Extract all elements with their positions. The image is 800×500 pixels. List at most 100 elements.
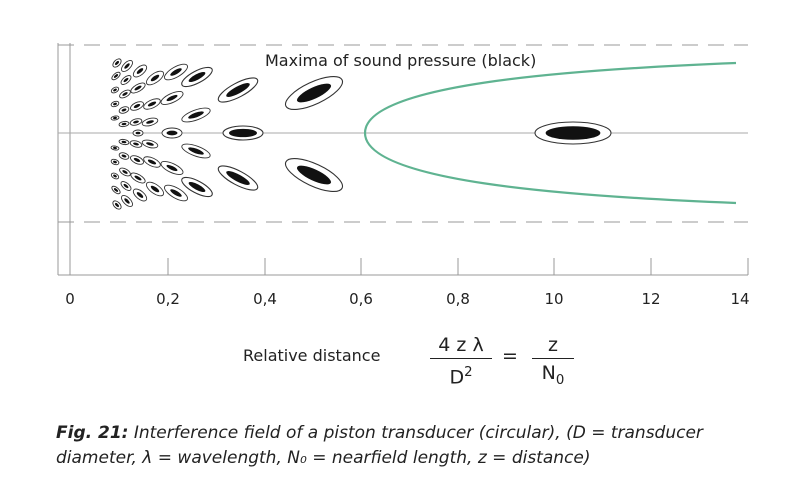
formula-denominator: D2 xyxy=(428,361,494,389)
fraction-bar xyxy=(532,358,574,359)
lobe-core xyxy=(296,165,332,185)
pressure-maximum-lobe xyxy=(132,64,148,78)
lobe-core xyxy=(136,68,144,74)
pressure-maximum-lobe xyxy=(129,118,143,126)
lobe-core xyxy=(113,102,117,106)
lobe-core xyxy=(188,181,206,193)
lobe-core xyxy=(170,189,182,197)
interference-field-diagram: 0 0,2 0,4 0,6 0,8 10 12 14 Maxima of sou… xyxy=(57,43,750,308)
x-tick-label: 14 xyxy=(730,290,749,308)
pressure-maximum-lobe xyxy=(112,200,122,210)
lobe-core xyxy=(136,192,144,198)
x-tick-label: 0,6 xyxy=(349,290,373,308)
lobe-core xyxy=(133,157,141,163)
rhs-denominator: N0 xyxy=(530,361,576,393)
pressure-maximum-lobe xyxy=(181,143,211,159)
pressure-maximum-lobe xyxy=(217,77,259,103)
lobe-core xyxy=(121,108,127,112)
rhs-denominator-base: N xyxy=(541,362,556,384)
pressure-maximum-lobe xyxy=(141,117,159,127)
formula-fraction-right: z N0 xyxy=(530,333,576,393)
figure-caption: Fig. 21: Interference field of a piston … xyxy=(56,421,756,471)
lobe-core xyxy=(146,120,154,124)
denominator-base: D xyxy=(449,366,465,389)
pressure-maximum-lobe xyxy=(121,60,133,72)
lobe-core xyxy=(134,175,142,181)
lobe-core xyxy=(115,203,119,207)
lobe-core xyxy=(121,140,127,144)
pressure-maximum-lobe xyxy=(164,63,188,81)
lobe-core xyxy=(166,164,178,172)
pressure-maximum-lobe xyxy=(132,188,148,202)
pressure-maximum-lobe xyxy=(110,86,120,94)
pressure-maximum-lobe xyxy=(118,138,130,146)
pressure-maximum-lobe xyxy=(284,75,344,111)
lobe-core xyxy=(147,159,157,165)
lobe-core xyxy=(113,88,117,92)
lobe-core xyxy=(133,142,139,146)
pressure-maximum-lobe xyxy=(118,106,130,114)
pressure-maximum-lobe xyxy=(130,101,144,111)
lobe-core xyxy=(150,74,160,82)
pressure-maximum-lobe xyxy=(222,125,264,141)
lobe-core xyxy=(123,77,129,83)
x-tick-label: 10 xyxy=(544,290,563,308)
pressure-maximum-lobe xyxy=(145,70,165,86)
lobe-core xyxy=(296,83,332,103)
pressure-maximum-lobe xyxy=(110,115,120,121)
x-tick-label: 12 xyxy=(641,290,660,308)
maxima-annotation: Maxima of sound pressure (black) xyxy=(265,51,536,70)
lobe-core xyxy=(122,92,128,96)
lobe-core xyxy=(115,61,119,65)
lobe-core xyxy=(113,116,117,120)
fraction-bar xyxy=(430,358,492,359)
lobe-core xyxy=(121,154,127,158)
lobe-core xyxy=(122,170,128,174)
lobe-core xyxy=(146,142,154,146)
pressure-maximum-lobe xyxy=(110,145,120,151)
nearfield-boundary-curve xyxy=(363,61,737,205)
x-tick-label: 0,2 xyxy=(156,290,180,308)
pressure-maximum-lobe xyxy=(120,181,132,191)
lobe-core xyxy=(113,160,117,164)
pressure-maximum-lobe xyxy=(112,58,122,68)
pressure-maximum-lobe xyxy=(141,139,159,149)
pressure-maximum-lobe xyxy=(129,140,143,148)
lobe-core xyxy=(229,128,257,138)
formula-numerator: 4 z λ xyxy=(438,334,484,356)
lobe-core xyxy=(113,188,119,192)
pressure-maximum-lobe xyxy=(181,107,211,123)
lobe-core xyxy=(150,185,160,193)
denominator-exponent: 2 xyxy=(464,365,473,380)
lobe-core xyxy=(124,63,130,69)
lobe-core xyxy=(166,94,178,102)
pressure-maximum-lobe xyxy=(534,121,612,145)
pressure-maximum-lobe xyxy=(130,172,146,184)
pressure-maximum-lobe xyxy=(119,89,131,99)
relative-distance-label: Relative distance xyxy=(243,346,381,365)
lobe-core xyxy=(166,130,178,136)
pressure-maximum-lobe xyxy=(143,98,161,110)
figure-label: Fig. 21: xyxy=(56,423,129,443)
lobe-core xyxy=(135,131,141,135)
pressure-maximum-lobe xyxy=(160,91,184,105)
pressure-maxima-group xyxy=(110,58,612,210)
lobe-core xyxy=(226,171,250,185)
pressure-maximum-lobe xyxy=(111,185,121,195)
x-tick-label: 0,4 xyxy=(253,290,277,308)
lobe-core xyxy=(113,74,119,78)
rhs-numerator: z xyxy=(548,334,558,356)
pressure-maximum-lobe xyxy=(121,195,133,207)
pressure-maximum-lobe xyxy=(120,75,132,85)
pressure-maximum-lobe xyxy=(132,129,144,137)
lobe-core xyxy=(123,183,129,189)
lobe-core xyxy=(124,198,130,204)
caption-text: Interference field of a piston transduce… xyxy=(56,423,703,468)
pressure-maximum-lobe xyxy=(160,161,184,175)
x-tick-label: 0 xyxy=(65,290,75,308)
pressure-maximum-lobe xyxy=(161,127,183,139)
lobe-core xyxy=(170,68,182,76)
rhs-denominator-sub: 0 xyxy=(555,372,565,388)
pressure-maximum-lobe xyxy=(118,152,130,160)
lobe-core xyxy=(113,174,117,178)
